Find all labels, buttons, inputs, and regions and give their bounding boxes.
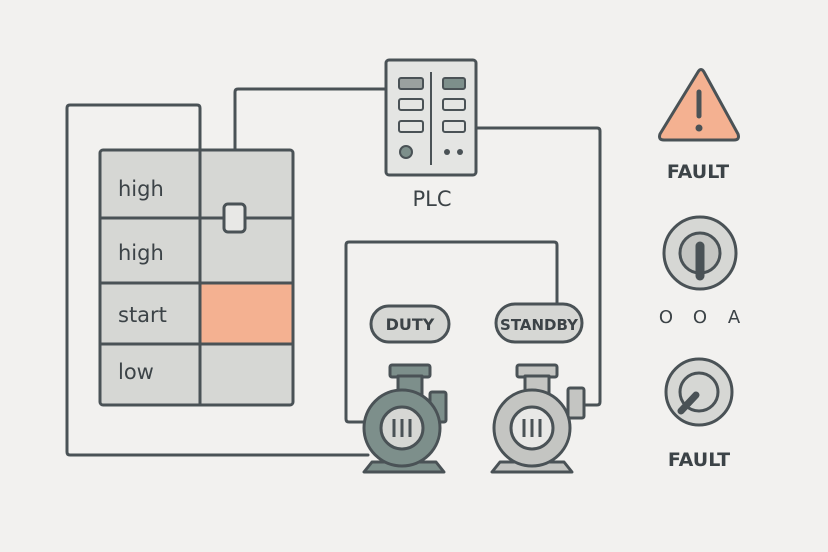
plc-module-icon xyxy=(398,120,424,133)
standby-pump-icon[interactable] xyxy=(490,363,586,474)
level-sensor-icon xyxy=(222,202,247,234)
plc-indicator-icon xyxy=(399,145,413,159)
level-label: low xyxy=(118,360,154,384)
plc-led-icon xyxy=(457,149,463,155)
plc-led-icon xyxy=(444,149,450,155)
level-label: high xyxy=(118,177,164,201)
plc-module-icon xyxy=(442,120,466,133)
plc-module-icon xyxy=(398,98,424,111)
plc-module-icon xyxy=(442,77,466,90)
level-label: high xyxy=(118,241,164,265)
standby-pump-tag: STANDBY xyxy=(494,302,584,344)
plc-label: PLC xyxy=(412,187,451,211)
duty-pump-tag: DUTY xyxy=(369,304,451,344)
warning-triangle-icon xyxy=(658,68,740,142)
level-label: start xyxy=(118,303,167,327)
selector-position-label: O xyxy=(659,307,673,328)
fault-warning-label: FAULT xyxy=(667,161,729,183)
standby-pump-label: STANDBY xyxy=(500,316,579,334)
selector-switch-icon[interactable] xyxy=(662,215,738,291)
duty-pump-label: DUTY xyxy=(386,315,435,334)
plc-module-icon xyxy=(442,98,466,111)
plc-cabinet[interactable]: PLC xyxy=(384,58,478,211)
duty-pump-icon[interactable] xyxy=(362,363,448,474)
active-level-indicator xyxy=(201,284,292,343)
selector-position-label: A xyxy=(728,307,741,328)
wire-tank-to-duty-pump xyxy=(65,103,370,457)
plc-module-icon xyxy=(398,77,424,90)
wet-well-tank: high high start low xyxy=(98,148,295,407)
wire-plc-to-standby-pump xyxy=(473,126,602,407)
fault-reset-label: FAULT xyxy=(668,449,730,471)
selector-position-label: O xyxy=(693,307,707,328)
fault-reset-knob-icon[interactable] xyxy=(664,357,734,427)
wire-pump-loop xyxy=(344,240,559,424)
